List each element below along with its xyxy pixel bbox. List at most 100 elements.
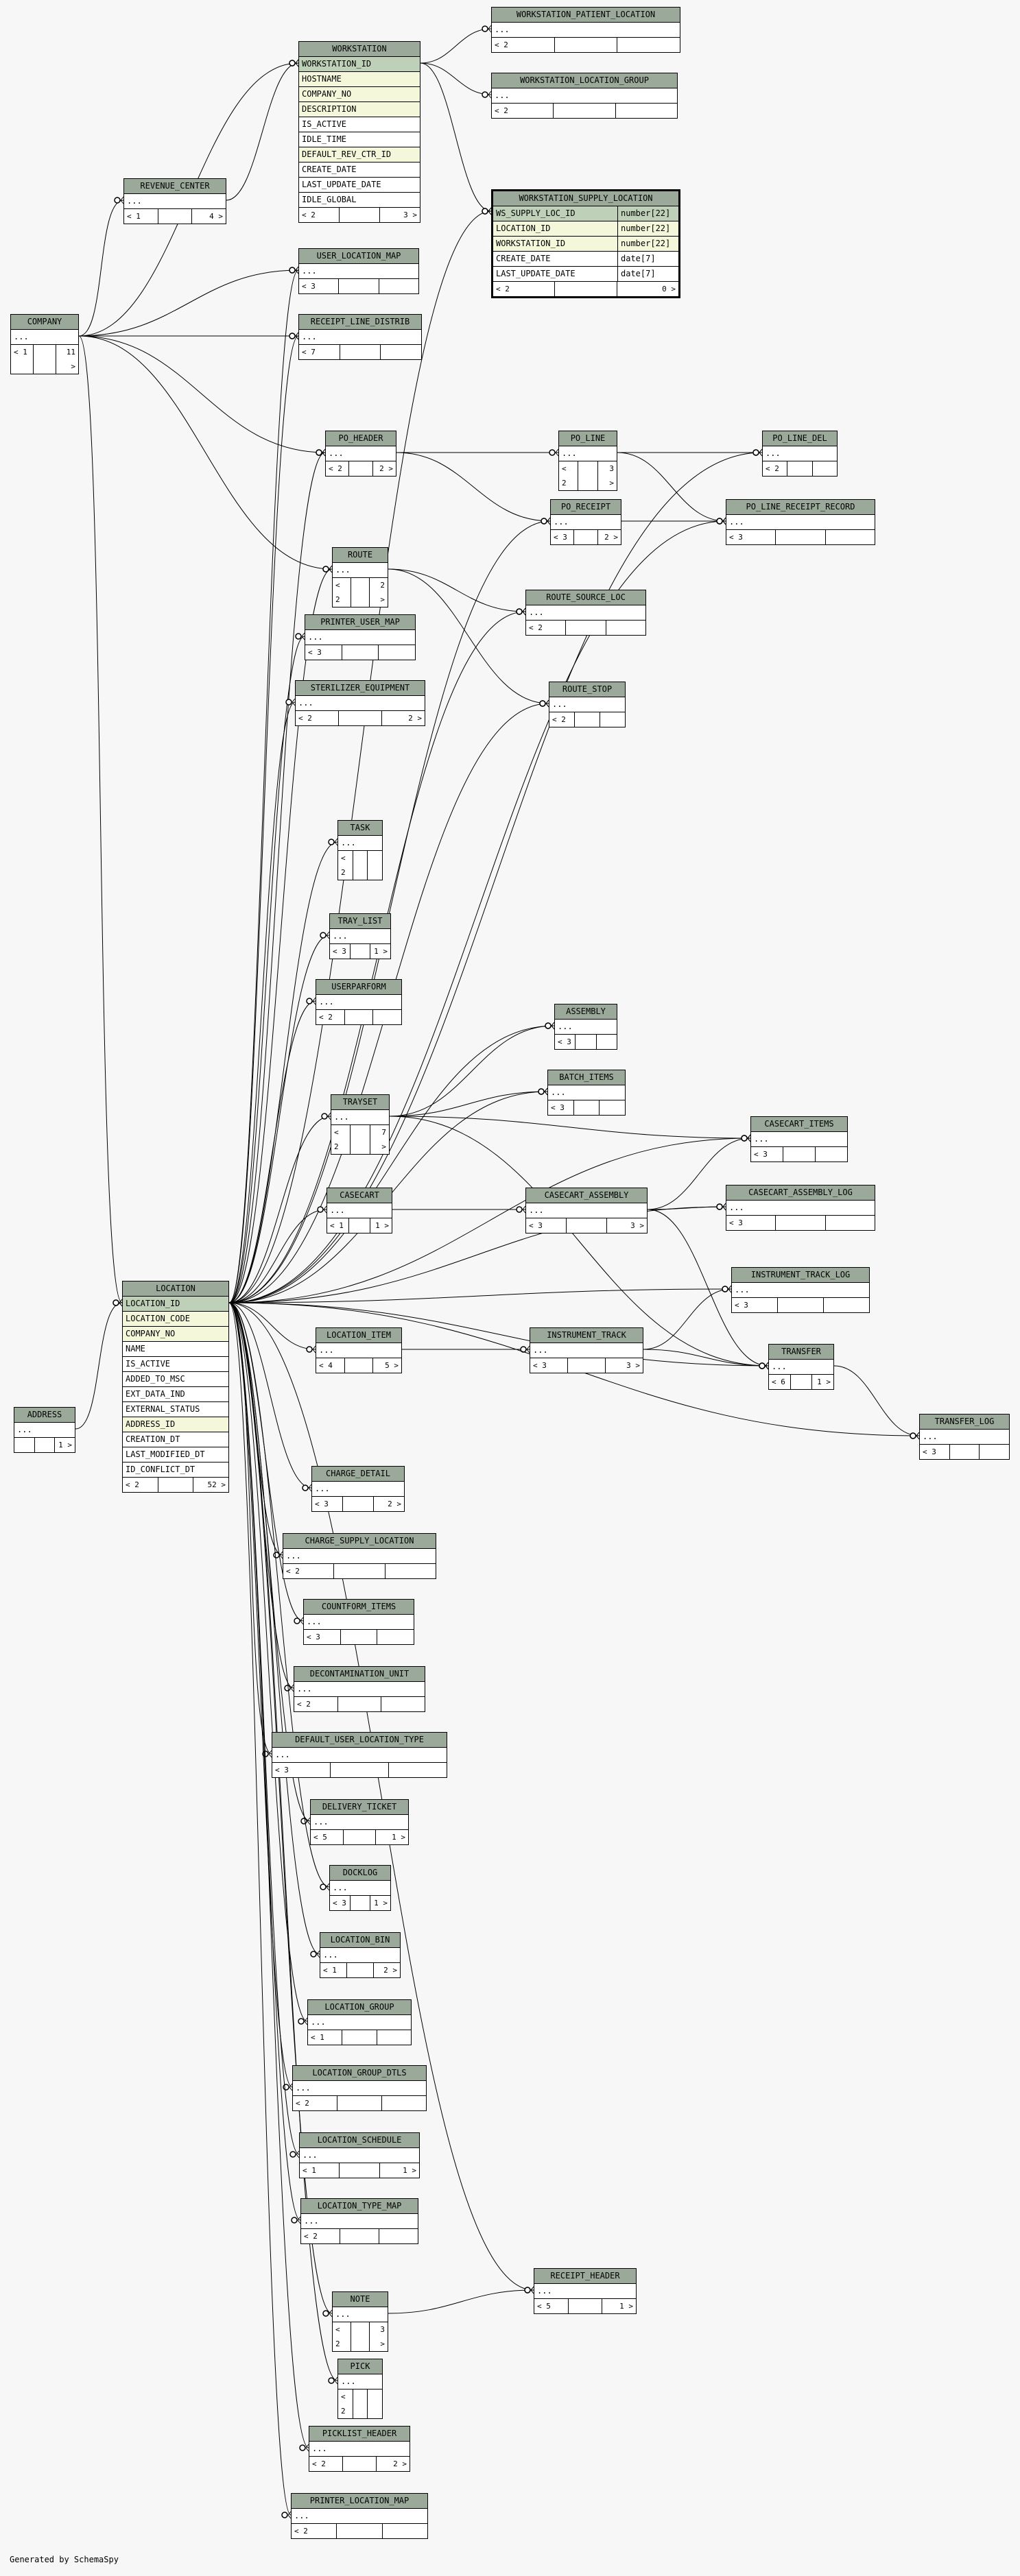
parents-count[interactable]: < 2 xyxy=(126,1480,139,1489)
table-header[interactable]: CASECART xyxy=(327,1188,392,1203)
collapsed-columns[interactable]: ... xyxy=(296,696,425,711)
parents-count[interactable]: < 3 xyxy=(554,533,567,542)
column-added-to-msc[interactable]: ADDED_TO_MSC xyxy=(123,1372,228,1387)
collapsed-columns[interactable]: ... xyxy=(294,1682,425,1697)
rows-count[interactable] xyxy=(783,1147,815,1161)
table-header[interactable]: TRANSFER_LOG xyxy=(920,1415,1009,1430)
collapsed-columns[interactable]: ... xyxy=(14,1423,75,1438)
collapsed-columns[interactable]: ... xyxy=(308,2015,411,2030)
parents-count[interactable]: < 2 xyxy=(304,2232,318,2241)
collapsed-columns[interactable]: ... xyxy=(331,1110,389,1125)
parents-count[interactable]: < 1 xyxy=(303,2166,316,2175)
parents-count[interactable]: < 2 xyxy=(294,2527,308,2536)
table-header[interactable]: PO_LINE xyxy=(559,431,617,446)
children-count[interactable]: 0 > xyxy=(616,282,678,296)
children-count[interactable] xyxy=(979,1445,1009,1459)
rows-count[interactable] xyxy=(574,712,600,727)
table-header[interactable]: COUNTFORM_ITEMS xyxy=(304,1600,414,1615)
table-header[interactable]: ADDRESS xyxy=(14,1408,75,1423)
parents-count[interactable]: < 3 xyxy=(735,1301,748,1310)
table-picklist-header[interactable]: PICKLIST_HEADER...< 2 2 > xyxy=(309,2426,410,2472)
table-header[interactable]: LOCATION xyxy=(123,1281,228,1297)
rows-count[interactable] xyxy=(567,2299,602,2313)
collapsed-columns[interactable]: ... xyxy=(299,264,418,279)
parents-count[interactable]: < 2 xyxy=(495,40,508,49)
collapsed-columns[interactable]: ... xyxy=(301,2214,418,2229)
collapsed-columns[interactable]: ... xyxy=(311,1815,408,1830)
rows-count[interactable] xyxy=(352,2390,368,2418)
rows-count[interactable] xyxy=(337,1697,381,1711)
collapsed-columns[interactable]: ... xyxy=(548,1085,625,1100)
table-header[interactable]: PRINTER_LOCATION_MAP xyxy=(292,2494,427,2509)
collapsed-columns[interactable]: ... xyxy=(530,1343,643,1358)
rows-count[interactable] xyxy=(554,38,617,52)
collapsed-columns[interactable]: ... xyxy=(316,1343,401,1358)
table-header[interactable]: TRANSFER xyxy=(769,1345,833,1360)
children-count[interactable] xyxy=(615,104,677,118)
parents-count[interactable]: < 2 xyxy=(341,854,346,877)
children-count[interactable] xyxy=(811,461,837,476)
rows-count[interactable] xyxy=(342,2030,376,2045)
table-default-user-location-type[interactable]: DEFAULT_USER_LOCATION_TYPE...< 3 xyxy=(272,1732,447,1778)
table-location-item[interactable]: LOCATION_ITEM...< 4 5 > xyxy=(316,1327,402,1373)
table-location-group-dtls[interactable]: LOCATION_GROUP_DTLS...< 2 xyxy=(292,2065,427,2111)
rows-count[interactable] xyxy=(775,530,825,544)
collapsed-columns[interactable]: ... xyxy=(338,836,382,851)
collapsed-columns[interactable]: ... xyxy=(526,1203,647,1218)
column-workstation-id[interactable]: WORKSTATION_ID xyxy=(299,57,420,72)
rows-count[interactable] xyxy=(553,104,615,118)
table-casecart-assembly-log[interactable]: CASECART_ASSEMBLY_LOG...< 3 xyxy=(726,1185,875,1231)
parents-count[interactable]: < 2 xyxy=(297,1700,311,1709)
table-receipt-header[interactable]: RECEIPT_HEADER...< 5 1 > xyxy=(534,2268,637,2314)
rows-count[interactable] xyxy=(790,1375,812,1389)
children-count[interactable]: 1 > xyxy=(370,944,390,959)
table-userparform[interactable]: USERPARFORM...< 2 xyxy=(316,979,402,1025)
parents-count[interactable]: < 2 xyxy=(495,106,508,115)
children-count[interactable]: 3 > xyxy=(379,208,420,222)
table-header[interactable]: ROUTE_SOURCE_LOC xyxy=(526,590,645,605)
table-header[interactable]: INSTRUMENT_TRACK_LOG xyxy=(732,1268,869,1283)
table-assembly[interactable]: ASSEMBLY...< 3 xyxy=(554,1004,617,1050)
children-count[interactable]: 2 > xyxy=(373,1497,404,1511)
rows-count[interactable] xyxy=(340,1630,377,1644)
column-description[interactable]: DESCRIPTION xyxy=(299,102,420,117)
rows-count[interactable] xyxy=(342,1830,376,1844)
parents-count[interactable] xyxy=(14,1438,34,1452)
parents-count[interactable]: < 3 xyxy=(533,1361,547,1370)
children-count[interactable] xyxy=(600,712,625,727)
children-count[interactable]: 3 > xyxy=(369,2322,388,2351)
children-count[interactable] xyxy=(378,645,415,660)
children-count[interactable]: 7 > xyxy=(369,1125,389,1154)
children-count[interactable] xyxy=(380,345,421,359)
rows-count[interactable] xyxy=(34,1438,55,1452)
table-delivery-ticket[interactable]: DELIVERY_TICKET...< 5 1 > xyxy=(310,1799,409,1845)
table-batch-items[interactable]: BATCH_ITEMS...< 3 xyxy=(547,1070,626,1116)
parents-count[interactable]: < 5 xyxy=(537,2302,551,2311)
table-charge-supply-location[interactable]: CHARGE_SUPPLY_LOCATION...< 2 xyxy=(283,1533,436,1579)
rows-count[interactable] xyxy=(157,1478,193,1492)
collapsed-columns[interactable]: ... xyxy=(292,2509,427,2524)
children-count[interactable]: 1 > xyxy=(375,1830,408,1844)
parents-count[interactable]: < 2 xyxy=(529,623,543,632)
collapsed-columns[interactable]: ... xyxy=(338,2374,382,2390)
rows-count[interactable] xyxy=(157,209,192,224)
column-location-id[interactable]: LOCATION_ID xyxy=(123,1297,228,1312)
table-revenue-center[interactable]: REVENUE_CENTER...< 1 4 > xyxy=(123,178,226,224)
table-docklog[interactable]: DOCKLOG...< 3 1 > xyxy=(329,1865,391,1911)
table-header[interactable]: TRAY_LIST xyxy=(330,914,390,929)
collapsed-columns[interactable]: ... xyxy=(726,1201,875,1216)
rows-count[interactable] xyxy=(349,944,370,959)
table-header[interactable]: DOCKLOG xyxy=(330,1866,390,1881)
children-count[interactable]: 2 > xyxy=(376,2457,410,2471)
table-header[interactable]: NOTE xyxy=(333,2292,388,2307)
table-header[interactable]: DEFAULT_USER_LOCATION_TYPE xyxy=(272,1733,447,1748)
children-count[interactable] xyxy=(825,1216,875,1230)
parents-count[interactable]: < 2 xyxy=(312,2459,326,2468)
rows-count[interactable] xyxy=(565,621,605,635)
parents-count[interactable]: < 1 xyxy=(323,1966,337,1975)
rows-count[interactable] xyxy=(341,645,379,660)
children-count[interactable]: 5 > xyxy=(372,1358,401,1373)
table-header[interactable]: RECEIPT_HEADER xyxy=(534,2269,636,2284)
column-hostname[interactable]: HOSTNAME xyxy=(299,72,420,87)
